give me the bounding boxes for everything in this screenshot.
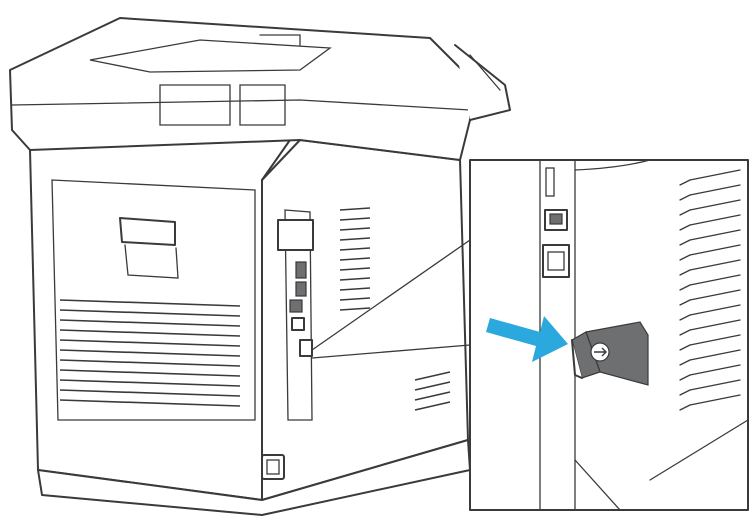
port-small [295,281,307,297]
rear-vent-grille [59,299,241,407]
ethernet-port-small [291,317,305,331]
removal-arrow-icon [486,316,568,362]
callout-leader-line [311,239,471,351]
port-small [295,261,307,279]
callout-side-vents [679,169,741,411]
usb-port-cover-small [299,339,313,357]
ethernet-port-icon [542,244,570,278]
power-inlet-icon [261,454,285,480]
usb-port-cover [571,321,649,386]
interface-cover [277,219,314,251]
callout-detail-box [469,159,749,511]
printer-body [9,17,511,516]
callout-leader-line [311,344,471,359]
usb-symbol-icon [590,342,610,362]
port-small [289,299,303,313]
side-vent [339,207,451,411]
usb-b-port [544,209,568,231]
